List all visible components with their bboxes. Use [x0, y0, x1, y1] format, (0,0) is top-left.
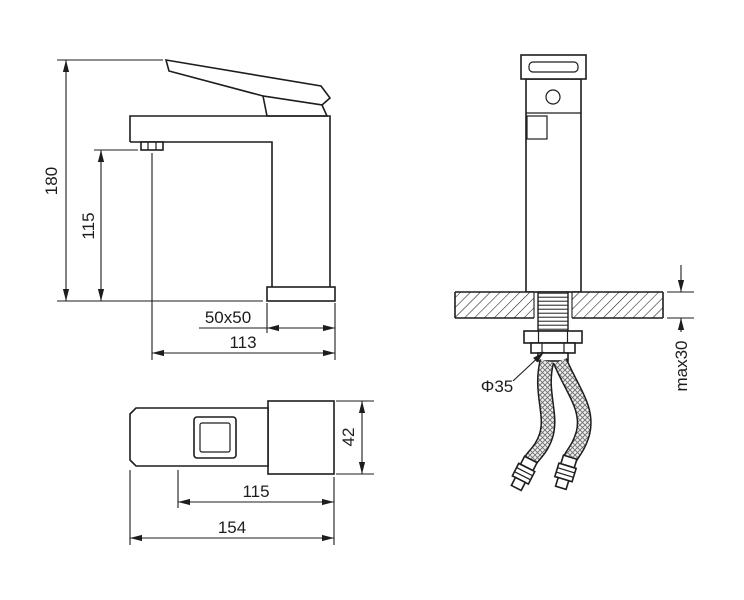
handle-hole-outer [193, 416, 237, 459]
dim-top-view-depth: 42 [336, 400, 374, 475]
handle-cap-front [520, 54, 587, 80]
hose-fitting-left [510, 455, 539, 492]
dim-label-base-size: 50x50 [205, 308, 251, 327]
supply-hoses [510, 358, 592, 492]
dim-spout-reach: 113 [151, 153, 335, 360]
dim-label-top-view-inner-length: 115 [242, 482, 269, 501]
countertop [454, 291, 664, 319]
handle-hole-inner [199, 422, 231, 453]
dim-top-view-inner-length: 115 [177, 470, 335, 545]
base-plate [266, 286, 336, 302]
screw-hole [545, 89, 561, 105]
dim-label-spout-reach: 113 [229, 333, 256, 352]
dim-label-max-mounting-thickness: max30 [672, 340, 691, 391]
dim-max-mounting-thickness: max30 [667, 265, 694, 392]
handle-top-view [129, 407, 269, 467]
aerator-window [526, 115, 548, 140]
handle-slot [528, 61, 579, 73]
spout-body-outline [129, 115, 331, 287]
supply-hose-right [554, 358, 591, 464]
countertop-hatch-right [572, 292, 663, 318]
spout-top-view [267, 400, 335, 475]
dim-label-top-view-overall-length: 154 [218, 518, 246, 537]
aerator [140, 141, 164, 151]
top-view: 42 115 154 [129, 400, 374, 545]
mounting-washer [530, 342, 576, 354]
dim-spout-height: 115 [79, 149, 138, 301]
dim-label-spout-height: 115 [79, 212, 98, 239]
front-view: max30 Φ35 [454, 54, 694, 492]
body-front [525, 78, 582, 293]
dim-hole-diameter: Φ35 [481, 351, 545, 396]
handle-lever [164, 59, 332, 106]
dim-base-size: 50x50 [199, 303, 336, 360]
threaded-shank [537, 291, 569, 332]
dim-top-view-overall-length: 154 [129, 470, 334, 545]
mounting-nut [523, 330, 583, 344]
countertop-outline [454, 291, 664, 319]
dim-label-top-view-depth: 42 [339, 428, 358, 447]
dim-overall-height: 180 [42, 59, 263, 302]
dim-label-overall-height: 180 [42, 167, 61, 195]
supply-hose-left [523, 359, 555, 467]
hose-fitting-right [553, 454, 578, 491]
countertop-hatch-left [455, 292, 534, 318]
dim-label-hole-diameter: Φ35 [481, 377, 513, 396]
side-view: 180 115 50x50 113 [42, 59, 336, 360]
